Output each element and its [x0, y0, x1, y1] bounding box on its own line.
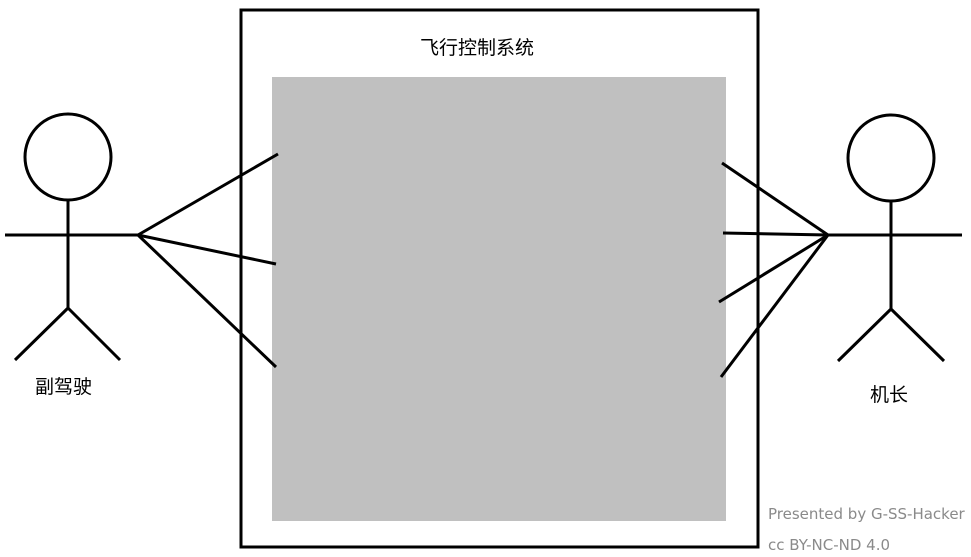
use-case-area-placeholder — [272, 77, 726, 521]
actor-copilot-right-leg — [66, 306, 122, 362]
association-line — [719, 234, 830, 378]
system-title: 飞行控制系统 — [420, 37, 535, 59]
association-line — [722, 231, 829, 237]
credit-license: cc BY-NC-ND 4.0 — [768, 536, 891, 554]
association-line — [721, 161, 829, 237]
actor-copilot-label: 副驾驶 — [35, 376, 93, 398]
copilot-associations — [136, 152, 279, 369]
actor-copilot-head — [23, 112, 113, 202]
captain-associations — [718, 161, 830, 378]
association-line — [137, 152, 279, 237]
actor-copilot-figure — [5, 112, 138, 362]
actor-captain-left-leg — [836, 307, 893, 363]
actor-captain-right-leg — [889, 307, 946, 363]
actor-captain-head — [846, 113, 936, 203]
association-line — [136, 233, 278, 369]
actor-captain-label: 机长 — [870, 384, 909, 406]
association-line — [718, 233, 829, 304]
actor-copilot-left-leg — [13, 306, 70, 362]
actor-captain-figure — [828, 113, 962, 363]
association-line — [137, 233, 277, 266]
credit-author: Presented by G-SS-Hacker — [768, 505, 965, 523]
